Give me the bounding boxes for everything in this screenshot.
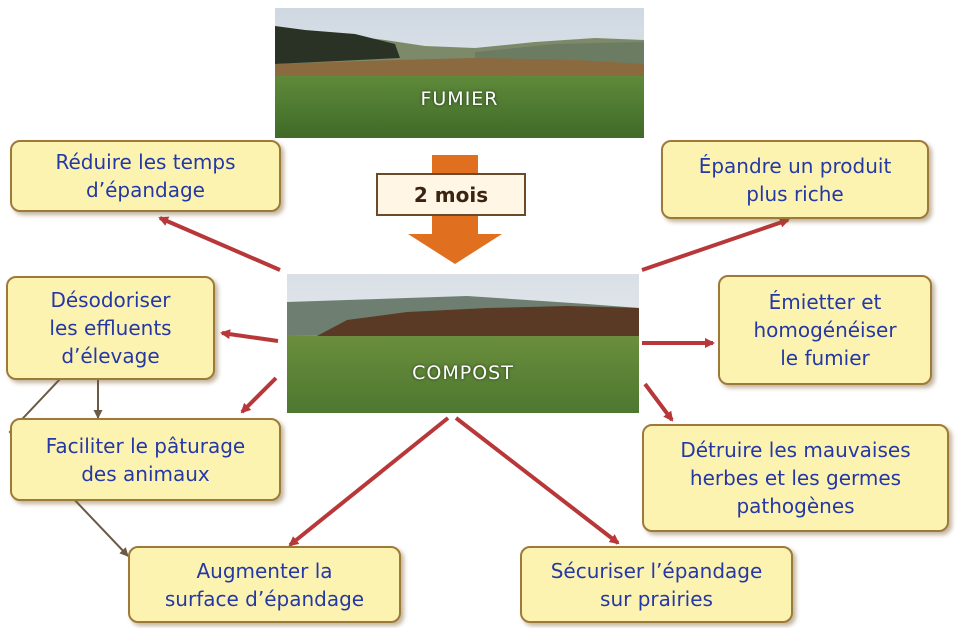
duration-box: 2 mois [376,173,526,216]
compost-label: COMPOST [412,362,514,384]
arrow-to-desodoriser [220,329,279,343]
box-desodoriser: Désodoriser les effluents d’élevage [6,276,215,380]
compost-photo: COMPOST [287,274,639,413]
fumier-label: FUMIER [420,88,499,110]
arrow-to-faciliter [240,376,278,414]
fumier-photo: FUMIER [275,8,644,138]
box-detruire: Détruire les mauvaises herbes et les ger… [642,424,949,532]
box-securiser: Sécuriser l’épandage sur prairies [520,546,793,623]
arrow-to-reduire [158,216,281,272]
box-faciliter: Faciliter le pâturage des animaux [10,418,281,501]
box-emietter: Émietter et homogénéiser le fumier [718,275,932,385]
arrow-to-epandre [641,217,790,272]
arrow-to-detruire [643,382,674,422]
box-epandre: Épandre un produit plus riche [661,140,929,219]
box-reduire: Réduire les temps d’épandage [10,140,281,212]
box-augmenter: Augmenter la surface d’épandage [128,546,401,623]
arrow-to-augmenter [288,416,450,547]
arrow-to-securiser [454,416,620,545]
